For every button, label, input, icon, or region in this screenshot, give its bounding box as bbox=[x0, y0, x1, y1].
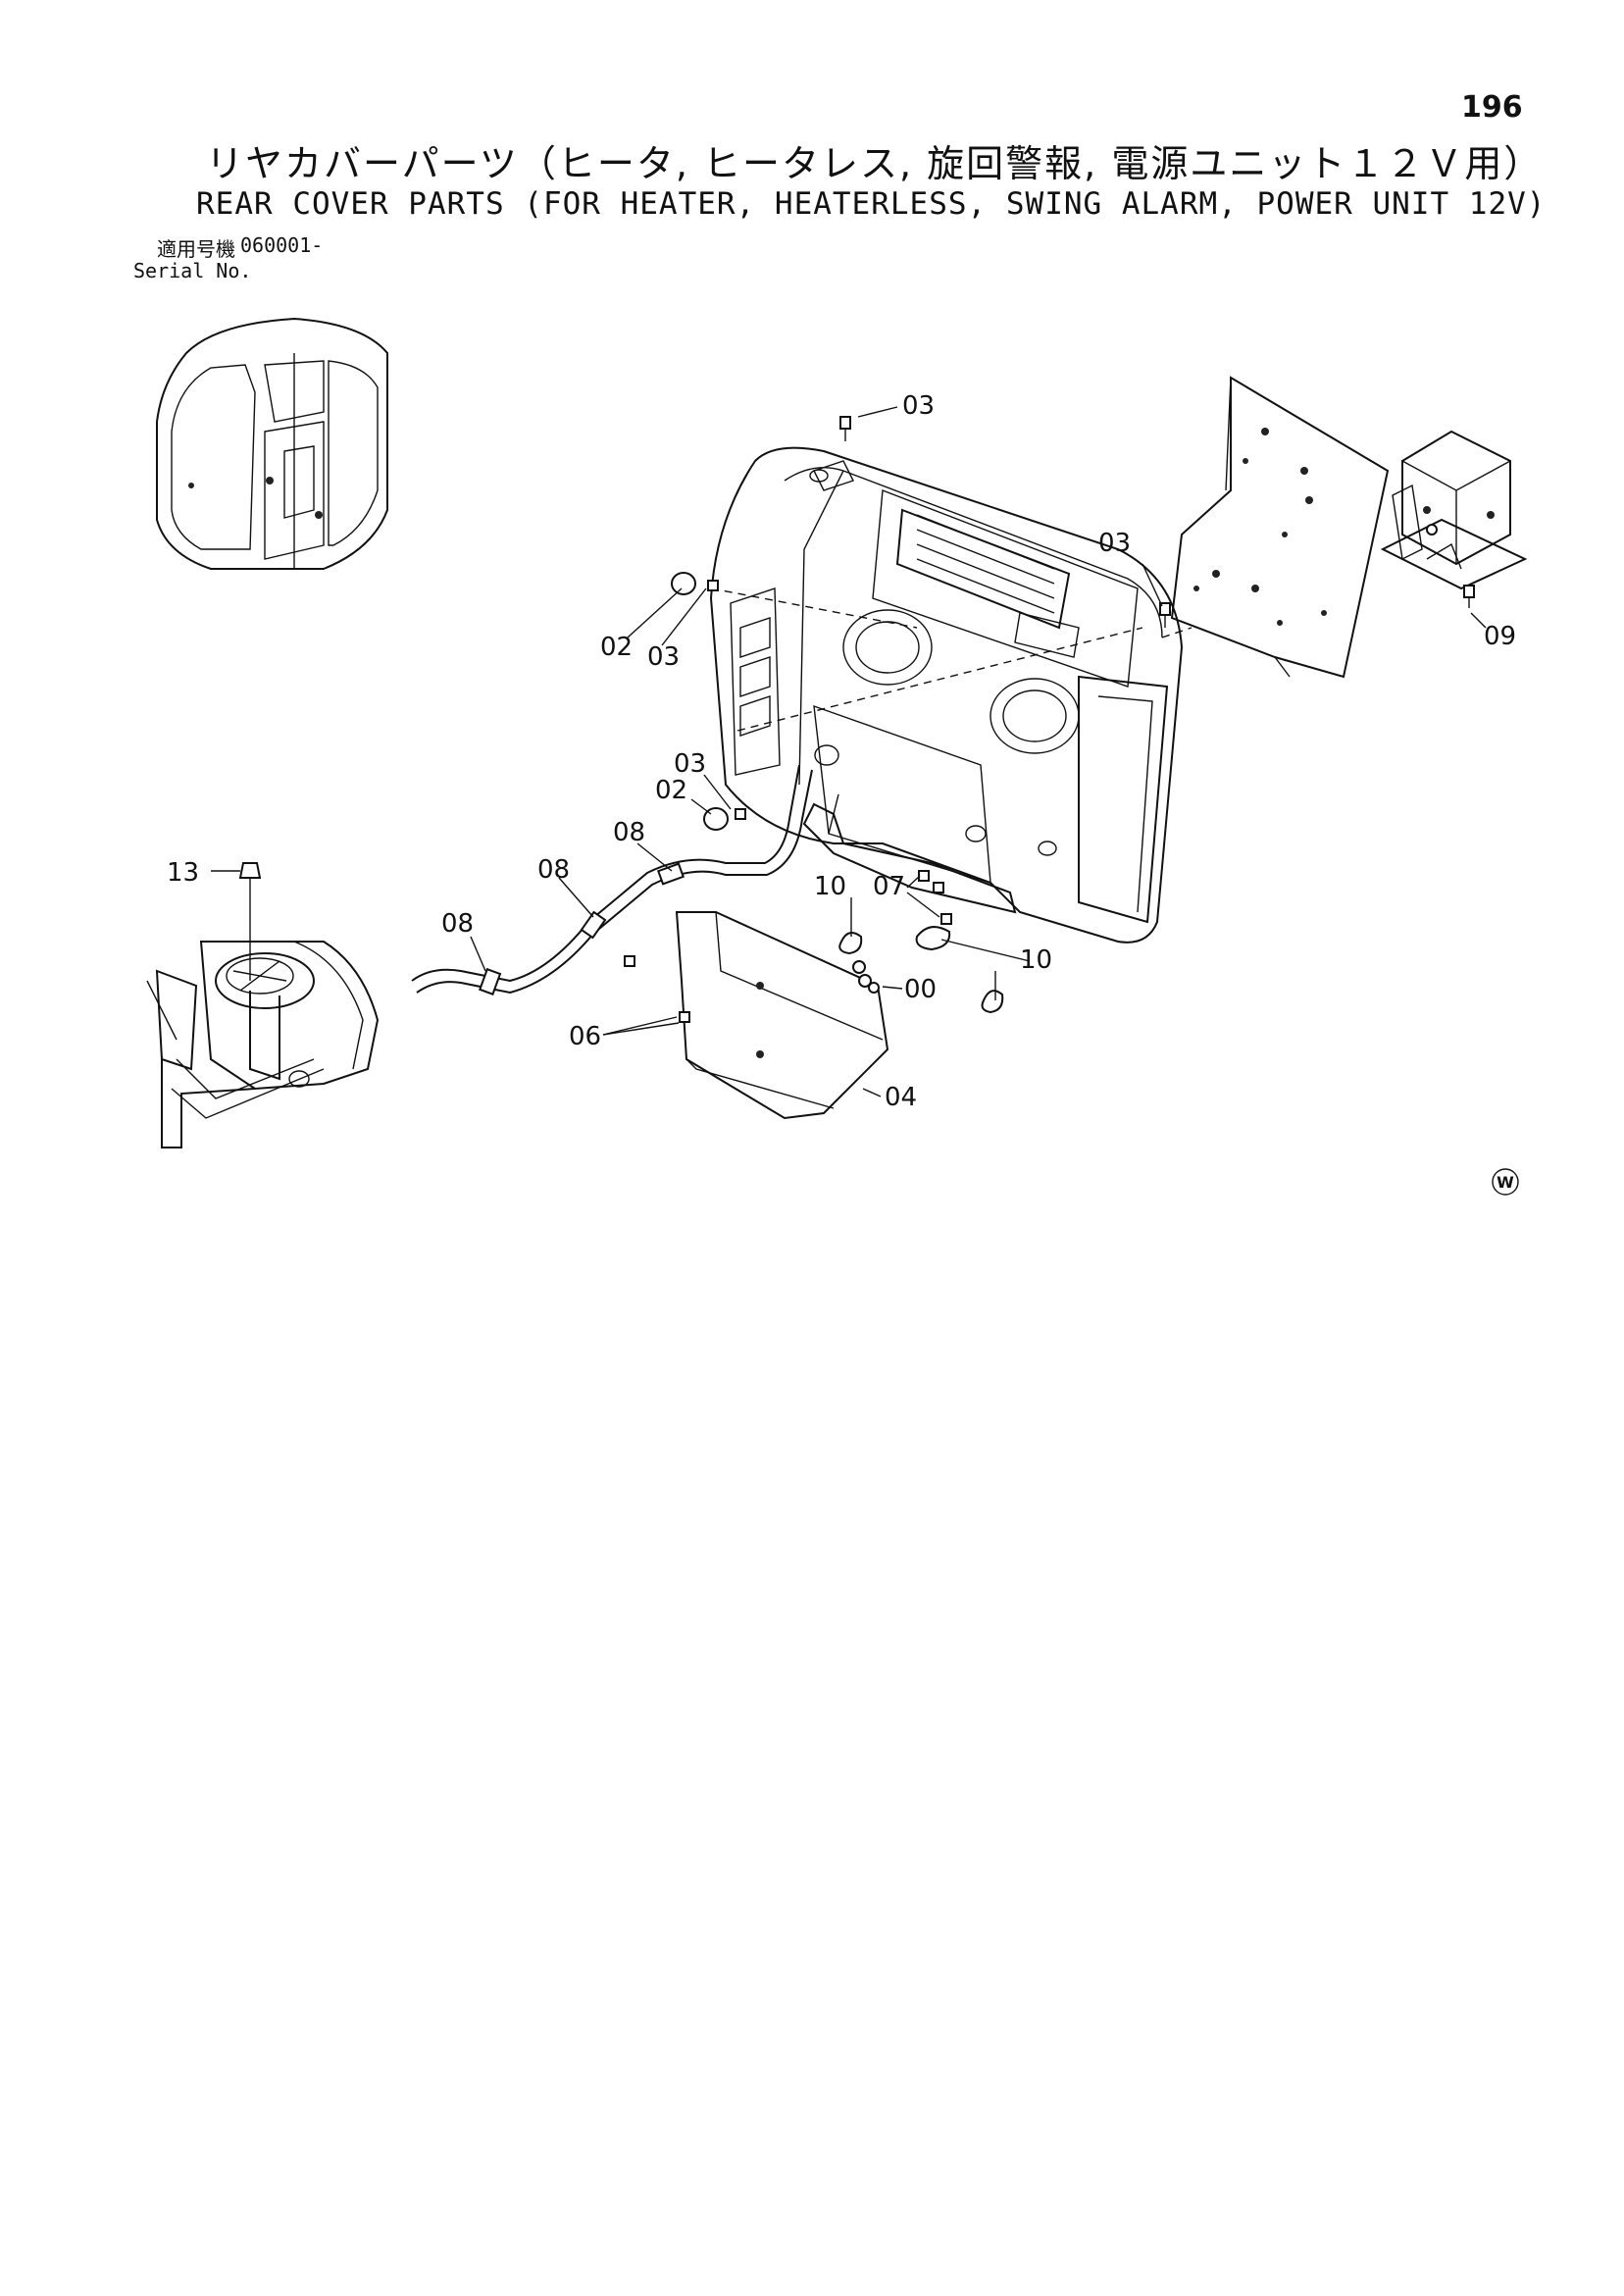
callout-04: 04 bbox=[885, 1083, 917, 1112]
title-english: REAR COVER PARTS (FOR HEATER, HEATERLESS… bbox=[196, 186, 1547, 222]
cab-inset bbox=[156, 317, 388, 570]
serial-value: 060001- bbox=[240, 233, 324, 257]
leader-lines bbox=[211, 406, 1487, 1097]
callout-08-a: 08 bbox=[613, 818, 645, 847]
wire-harness bbox=[411, 764, 813, 995]
serial-label-english: Serial No. bbox=[133, 259, 252, 282]
callout-08-b: 08 bbox=[537, 855, 570, 885]
serial-label-japanese: 適用号機 bbox=[157, 237, 235, 261]
mount-bracket bbox=[802, 793, 1017, 914]
callout-13: 13 bbox=[167, 858, 199, 888]
callout-07: 07 bbox=[873, 872, 905, 901]
clamps bbox=[838, 926, 1004, 1014]
callout-03-mid: 03 bbox=[674, 749, 706, 779]
watermark-letter: W bbox=[1497, 1173, 1514, 1192]
callout-00: 00 bbox=[904, 975, 937, 1004]
page-number: 196 bbox=[1461, 90, 1523, 125]
callout-03-upper-left: 03 bbox=[647, 642, 680, 672]
heater-inset bbox=[146, 862, 380, 1148]
callout-10-left: 10 bbox=[814, 872, 846, 901]
callout-10-right: 10 bbox=[1020, 945, 1052, 975]
callout-09: 09 bbox=[1484, 622, 1516, 651]
lower-cover-plate bbox=[675, 911, 889, 1120]
alignment-lines bbox=[710, 587, 1193, 732]
rear-cover bbox=[709, 446, 1184, 944]
watermark-symbol: W bbox=[1492, 1168, 1519, 1196]
power-unit-box bbox=[1380, 430, 1528, 590]
callout-03-right: 03 bbox=[1098, 529, 1131, 558]
callout-02-upper: 02 bbox=[600, 633, 633, 662]
callout-03-top: 03 bbox=[902, 391, 935, 421]
bolts bbox=[624, 416, 1475, 1023]
title-japanese: リヤカバーパーツ（ヒータ, ヒータレス, 旋回警報, 電源ユニット１２Ｖ用） bbox=[206, 142, 1544, 185]
callout-08-c: 08 bbox=[441, 909, 474, 939]
callout-02-mid: 02 bbox=[655, 776, 687, 805]
callout-06: 06 bbox=[569, 1022, 601, 1051]
power-unit-plate bbox=[1170, 376, 1390, 679]
